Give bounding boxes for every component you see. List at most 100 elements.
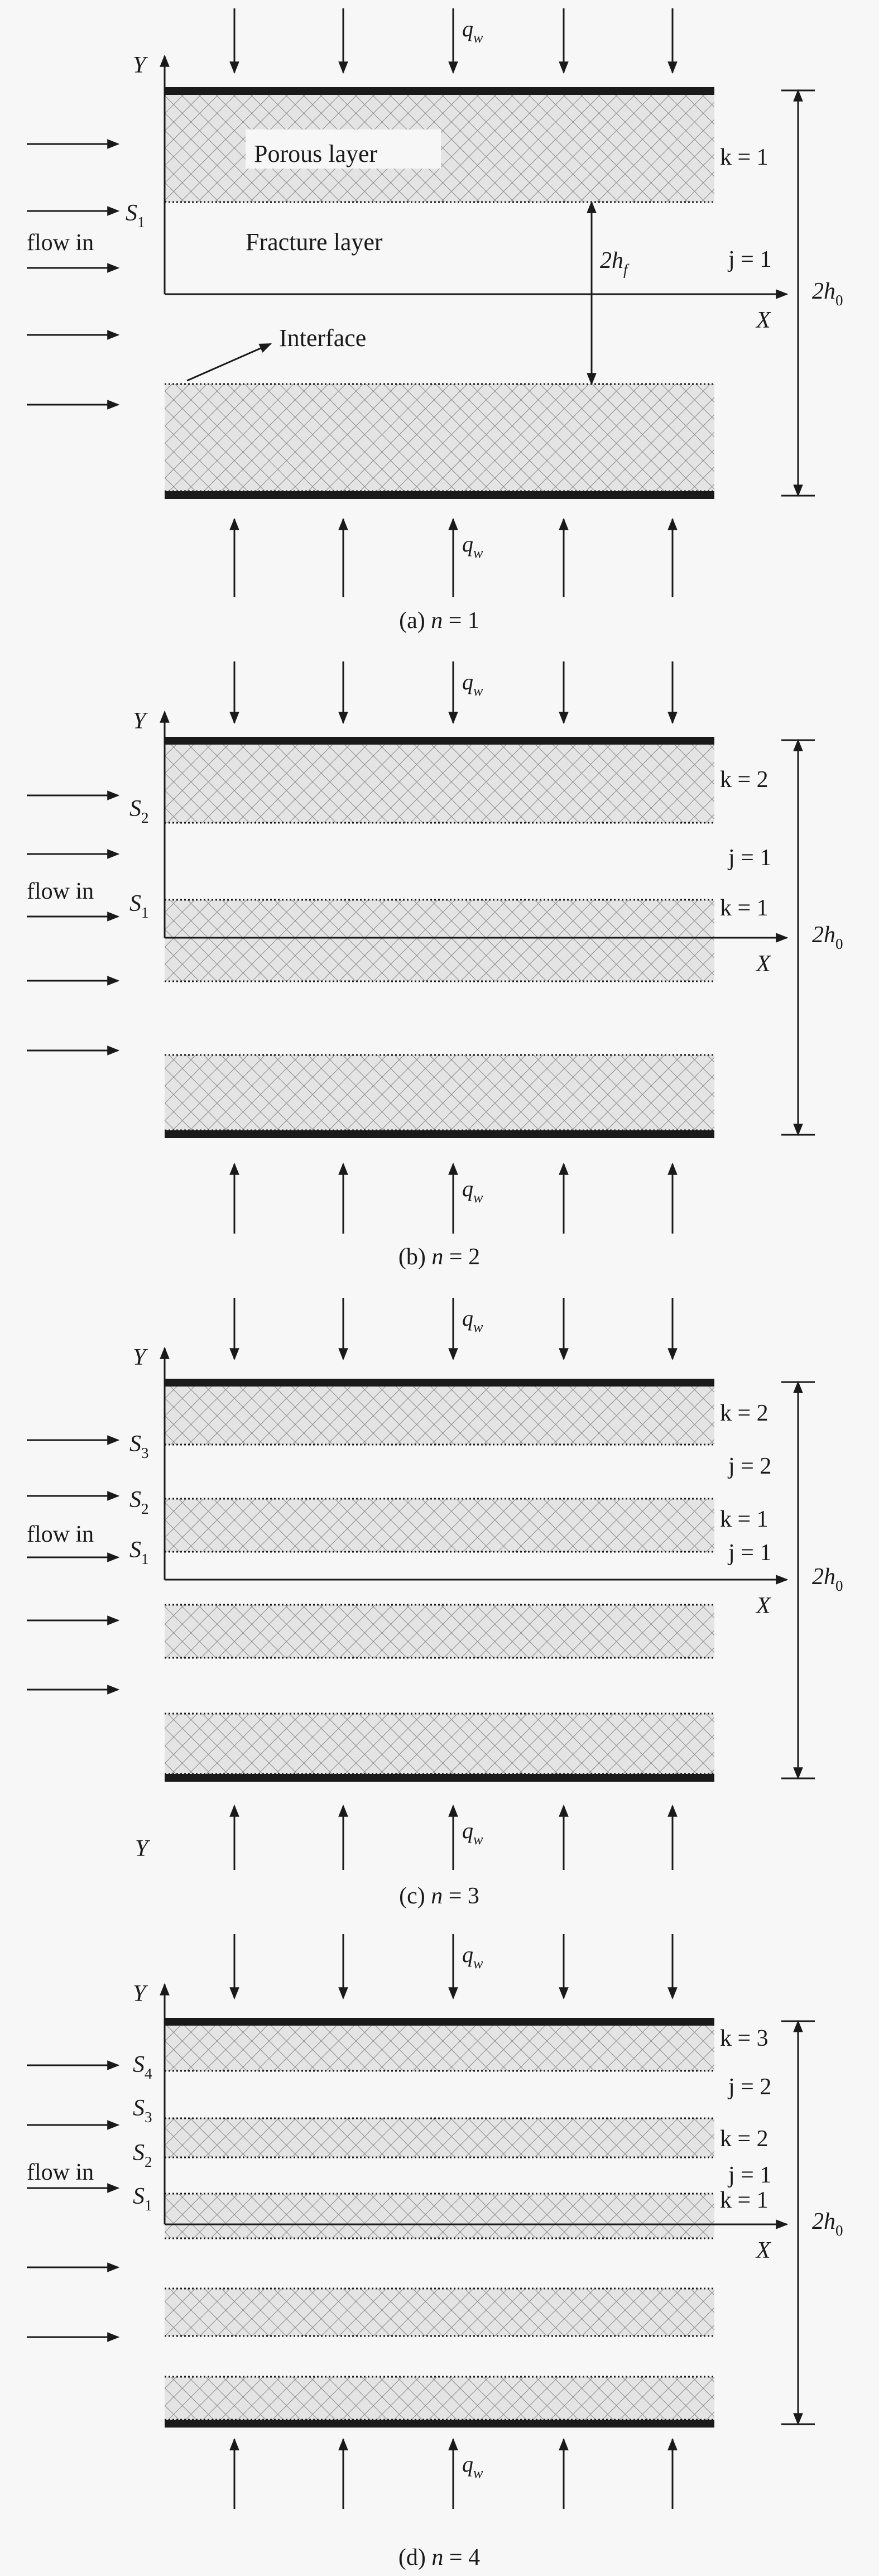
s-label-1-subscript: 1 — [141, 904, 149, 921]
panel-caption-caption-value: = 3 — [443, 1883, 479, 1909]
flow-in-label: flow in — [27, 1522, 94, 1547]
panel-caption-caption-prefix: (d) — [398, 2545, 431, 2570]
panel-caption-caption-n: n — [431, 608, 443, 634]
bottom-wall — [165, 491, 714, 499]
j-label-1: j = 2 — [727, 1454, 771, 1479]
flux-label-bottom-subscript: w — [473, 1189, 483, 1206]
total-height-label-subscript: 0 — [835, 936, 843, 952]
flux-label-top-base: q — [462, 16, 473, 41]
s-label-3-subscript: 3 — [145, 2109, 152, 2126]
flux-label-top: qw — [462, 1306, 483, 1335]
flux-label-top: qw — [462, 16, 483, 46]
s-label-1: S1 — [133, 2184, 152, 2214]
k-label-2: k = 1 — [720, 1507, 768, 1532]
s-label-1: S1 — [129, 1537, 149, 1567]
k-label-1: k = 1 — [720, 145, 768, 170]
porous-layer-1 — [165, 2026, 714, 2071]
total-height-label-subscript: 0 — [835, 292, 843, 309]
panel-caption-caption-value: = 4 — [443, 2545, 480, 2570]
s-label-1: S1 — [126, 200, 145, 231]
total-height-label-subscript: 0 — [835, 2222, 843, 2239]
fracture-layer-label: Fracture layer — [246, 228, 383, 256]
x-axis-label: X — [755, 2238, 772, 2263]
flux-label-bottom: qw — [462, 1818, 483, 1848]
top-wall — [165, 737, 714, 745]
flux-label-bottom-subscript: w — [473, 545, 483, 561]
panel-caption-caption-n: n — [431, 1883, 443, 1909]
panel-caption: (d) n = 4 — [398, 2545, 480, 2570]
panel-caption: (a) n = 1 — [399, 608, 479, 634]
porous-layer-4 — [165, 1714, 714, 1774]
s-label-4-base: S — [133, 2052, 145, 2078]
s-label-2-subscript: 2 — [141, 1500, 149, 1517]
total-height-label: 2h0 — [812, 279, 843, 309]
fracture-height-label-base: 2h — [600, 248, 623, 274]
total-height-label-base: 2h — [812, 2209, 835, 2234]
panel-caption: (b) n = 2 — [398, 1244, 480, 1270]
interface-label: Interface — [279, 324, 366, 352]
s-label-2: S2 — [129, 1487, 149, 1517]
porous-layer-label: Porous layer — [254, 140, 378, 167]
total-height-label-subscript: 0 — [835, 1577, 843, 1594]
j-label-1: j = 1 — [727, 247, 771, 272]
flux-label-top-subscript: w — [473, 1955, 483, 1971]
s-label-2: S2 — [133, 2140, 152, 2170]
extra-y-label: Y — [135, 1836, 151, 1862]
k-label-2: k = 1 — [720, 895, 768, 921]
s-label-3-subscript: 3 — [141, 1445, 149, 1461]
flow-in-label: flow in — [27, 230, 94, 256]
flux-label-bottom: qw — [462, 1176, 483, 1206]
porous-layer-2 — [165, 1499, 714, 1552]
k-label-2: k = 2 — [720, 2126, 768, 2152]
total-height-label-base: 2h — [812, 279, 835, 304]
porous-layer-3 — [165, 1605, 714, 1658]
s-label-3-base: S — [129, 1431, 141, 1457]
k-label-1: k = 2 — [720, 767, 768, 793]
flux-label-bottom: qw — [462, 2452, 483, 2481]
y-axis-label: Y — [133, 52, 148, 78]
fracture-height-label: 2hf — [600, 248, 630, 278]
flux-label-bottom: qw — [462, 531, 483, 561]
s-label-1-base: S — [129, 891, 141, 917]
flux-label-top-subscript: w — [473, 683, 483, 699]
j-label-2: j = 1 — [727, 2162, 771, 2188]
flow-in-label: flow in — [27, 879, 94, 904]
s-label-1-base: S — [129, 1537, 141, 1563]
panel-caption-caption-prefix: (a) — [399, 608, 431, 634]
bottom-wall — [165, 1774, 714, 1782]
flux-label-bottom-base: q — [462, 1818, 473, 1843]
flux-label-top-base: q — [462, 669, 473, 694]
s-label-1-subscript: 1 — [145, 2197, 152, 2214]
flux-label-top-subscript: w — [473, 30, 483, 46]
top-wall — [165, 2018, 714, 2026]
top-wall — [165, 1379, 714, 1387]
porous-layer-2 — [165, 2118, 714, 2157]
total-height-label: 2h0 — [812, 922, 843, 952]
s-label-1-subscript: 1 — [137, 214, 145, 231]
flux-label-bottom-base: q — [462, 531, 473, 557]
k-label-3: k = 1 — [720, 2188, 768, 2213]
flux-label-bottom-subscript: w — [473, 1831, 483, 1848]
flux-label-bottom-subscript: w — [473, 2465, 483, 2481]
s-label-1-base: S — [126, 200, 137, 226]
panel-caption-caption-prefix: (b) — [398, 1244, 431, 1270]
bottom-wall — [165, 2420, 714, 2428]
flow-in-label: flow in — [27, 2160, 94, 2185]
bottom-wall — [165, 1130, 714, 1138]
flux-label-top: qw — [462, 669, 483, 699]
y-axis-label: Y — [133, 708, 148, 734]
s-label-1-subscript: 1 — [141, 1551, 149, 1567]
s-label-2-base: S — [129, 1487, 141, 1513]
s-label-2-subscript: 2 — [141, 809, 149, 826]
total-height-label: 2h0 — [812, 1564, 843, 1594]
y-axis-label: Y — [133, 1345, 148, 1370]
top-wall — [165, 87, 714, 95]
porous-layer-5 — [165, 2377, 714, 2420]
j-label-1: j = 2 — [727, 2074, 771, 2100]
panel-caption: (c) n = 3 — [399, 1883, 479, 1909]
porous-layer-3 — [165, 2194, 714, 2238]
porous-layer-3 — [165, 1055, 714, 1130]
s-label-3: S3 — [133, 2095, 152, 2126]
s-label-1-base: S — [133, 2184, 145, 2209]
